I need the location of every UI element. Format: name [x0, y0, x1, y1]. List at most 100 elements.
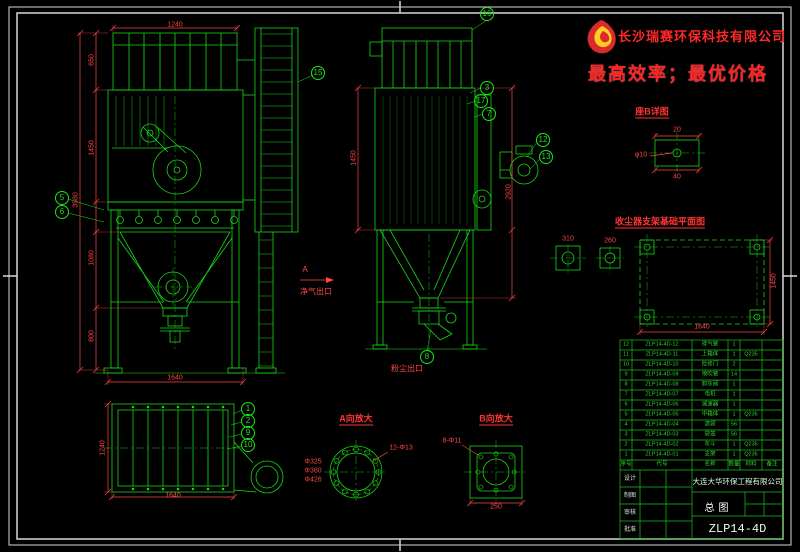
dimension-lines	[76, 24, 774, 507]
dim-flange-2: Φ360	[304, 467, 322, 475]
parts-cell: ZLP14-4D-10	[645, 361, 679, 368]
parts-cell: ZLP14-4D-04	[645, 421, 679, 428]
part-balloon-6: 6	[55, 205, 69, 219]
titleblock-drawing-name: 总图	[704, 503, 733, 514]
parts-cell: 2	[624, 441, 628, 448]
parts-cell: 2	[732, 361, 736, 368]
parts-cell: 1	[624, 451, 628, 458]
parts-cell: ZLP14-4D-11	[645, 351, 679, 358]
parts-cell: 14	[730, 371, 738, 378]
part-balloon-16: 16	[480, 7, 494, 21]
parts-cell: 电机	[704, 391, 716, 398]
parts-cell: 5	[624, 411, 628, 418]
company-slogan: 最高效率；最优价格	[588, 64, 768, 84]
parts-cell: ZLP14-4D-01	[645, 451, 679, 458]
view-title-detail-b: 座B详图	[635, 106, 669, 119]
parts-cell: 6	[624, 401, 628, 408]
parts-cell: 灰斗	[704, 441, 716, 448]
part-balloon-5: 5	[55, 191, 69, 205]
drawing-frame	[3, 1, 797, 551]
titleblock-company: 大连大华环保工程有限公司	[692, 477, 783, 486]
parts-cell: ZLP14-4D-05	[645, 411, 679, 418]
dim-bolt-holes-a: 12-Φ13	[389, 444, 413, 452]
parts-cell: 3	[624, 431, 628, 438]
parts-cell: 喷吹管	[701, 371, 719, 378]
dim-top-width: 1240	[167, 21, 183, 29]
view-title-a-enlarged: A向放大	[339, 413, 373, 426]
dim-foundation-width: 1640	[694, 323, 710, 331]
dim-foundation-depth: 1450	[770, 273, 778, 289]
parts-header-cell: 数量	[728, 461, 740, 468]
view-title-foundation-plan: 收尘器支架基础平面图	[614, 216, 706, 229]
part-balloon-10: 10	[241, 438, 255, 452]
parts-header-cell: 名称	[704, 461, 716, 468]
parts-cell: 检修门	[701, 361, 719, 368]
parts-cell: 中箱体	[701, 411, 719, 418]
clean-air-outlet-label: 净气出口	[300, 287, 332, 296]
part-balloon-8: 8	[420, 350, 434, 364]
part-balloon-3: 3	[480, 81, 494, 95]
parts-cell: 4	[624, 421, 628, 428]
parts-cell: 1	[732, 341, 736, 348]
parts-cell: 12	[622, 341, 630, 348]
centerlines	[104, 96, 770, 504]
dim-flange-1: Φ325	[304, 458, 322, 466]
parts-cell: 排气管	[701, 341, 719, 348]
titleblock-drawing-number: ZLP14-4D	[708, 522, 767, 536]
dust-outlet-label: 粉尘出口	[391, 364, 423, 373]
parts-cell: 11	[623, 351, 629, 358]
front-view-drawing	[95, 27, 299, 374]
dim-height-1: 650	[88, 54, 96, 66]
parts-header-cell: 备注	[766, 461, 778, 468]
parts-cell: 滤袋	[704, 421, 716, 428]
parts-cell: 1	[732, 381, 736, 388]
parts-cell: Q235	[744, 411, 758, 418]
parts-cell: 1	[732, 401, 736, 408]
view-title-b-enlarged: B向放大	[479, 413, 513, 426]
company-name: 长沙瑞赛环保科技有限公司	[618, 29, 787, 44]
parts-cell: 7	[624, 391, 628, 398]
dim-height-3: 1080	[88, 250, 96, 266]
part-balloon-7: 7	[482, 107, 496, 121]
sign-label: 制图	[623, 493, 637, 499]
parts-cell: 1	[732, 411, 736, 418]
parts-cell: 1	[732, 441, 736, 448]
parts-cell: ZLP14-4D-02	[645, 441, 679, 448]
part-balloon-15: 15	[311, 66, 325, 80]
dim-plan-width: 1640	[165, 492, 181, 500]
parts-cell: 10	[622, 361, 630, 368]
dim-hole-dia: φ10	[634, 151, 648, 159]
dim-flange-b: 250	[490, 503, 502, 511]
parts-cell: ZLP14-4D-07	[645, 391, 679, 398]
parts-cell: 卸灰阀	[701, 381, 719, 388]
part-balloon-17: 17	[474, 94, 488, 108]
parts-cell: 56	[730, 431, 738, 438]
parts-cell: ZLP14-4D-08	[645, 381, 679, 388]
part-balloon-13: 13	[539, 150, 553, 164]
parts-cell: ZLP14-4D-06	[645, 401, 679, 408]
parts-cell: 9	[624, 371, 628, 378]
parts-cell: Q235	[744, 451, 758, 458]
parts-cell: ZLP14-4D-09	[645, 371, 679, 378]
parts-header-cell: 材料	[745, 461, 757, 468]
parts-cell: 1	[732, 391, 736, 398]
dim-pad-2: 260	[604, 237, 616, 245]
parts-cell: 上箱体	[701, 351, 719, 358]
dim-total-height: 3980	[72, 192, 80, 208]
parts-header-cell: 代号	[656, 461, 668, 468]
parts-cell: 1	[732, 451, 736, 458]
parts-cell: ZLP14-4D-12	[645, 341, 679, 348]
parts-cell: 支架	[704, 451, 716, 458]
dim-base-width: 1640	[167, 374, 183, 382]
dim-detail-40: 40	[673, 173, 681, 181]
dim-overall-height: 2920	[505, 184, 513, 200]
parts-cell: 袋笼	[704, 431, 716, 438]
parts-cell: Q235	[744, 351, 758, 358]
parts-header-cell: 序号	[620, 461, 632, 468]
dim-body-height: 1450	[350, 150, 358, 166]
part-balloon-12: 12	[536, 133, 550, 147]
dim-plan-depth: 1240	[99, 440, 107, 456]
dim-height-2: 1450	[88, 140, 96, 156]
dim-flange-3: Φ426	[304, 476, 322, 484]
